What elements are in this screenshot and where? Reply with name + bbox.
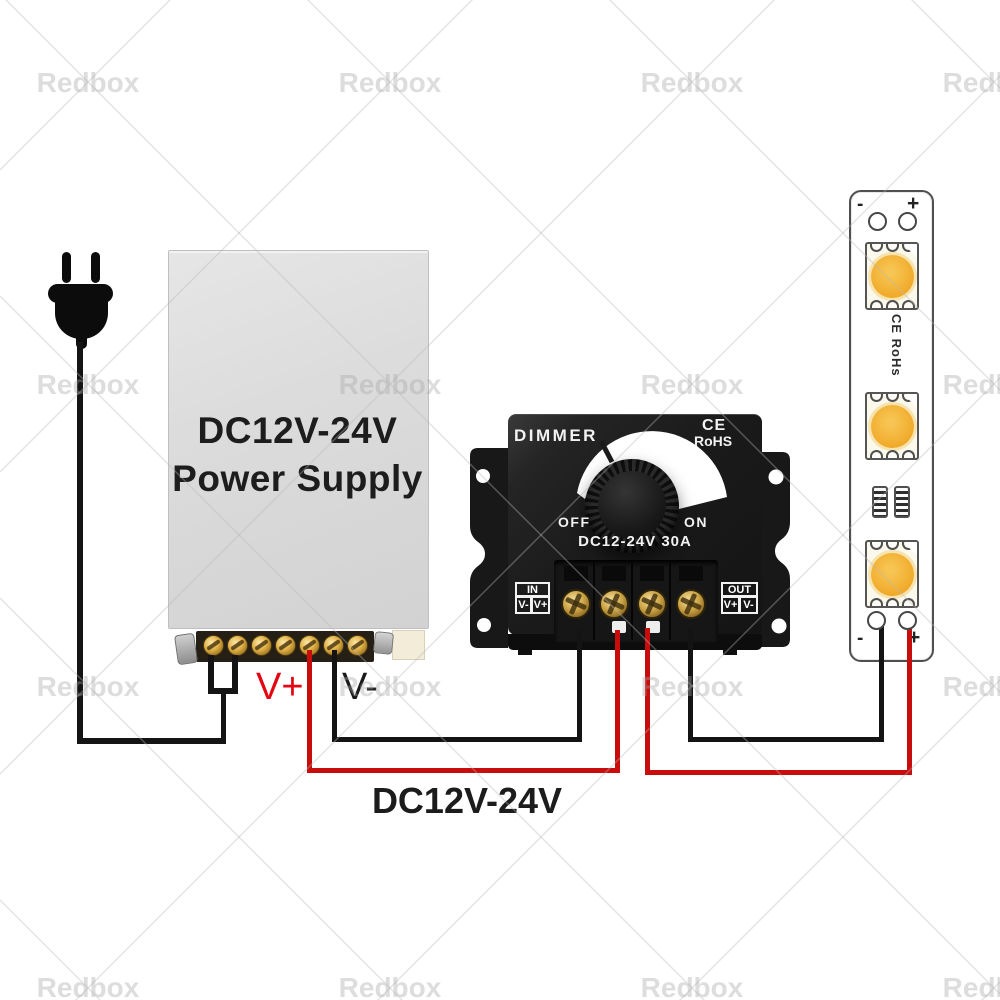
psu-mount-screw-right	[372, 631, 395, 655]
psu-title-line2: Power Supply	[172, 458, 423, 499]
wire-out-vminus-v	[688, 628, 693, 742]
ear-hole	[771, 618, 787, 634]
led-module	[865, 242, 919, 310]
watermark-text: Redbox	[37, 972, 140, 1000]
in-vplus-box: V+	[531, 596, 550, 614]
strip-top-minus: -	[857, 194, 864, 215]
plug-body	[55, 296, 108, 339]
terminal-separator	[669, 562, 671, 640]
terminal-separator	[593, 562, 595, 640]
in-vminus-box: V-	[515, 596, 532, 614]
dimmer-controller: DIMMER CE RoHS OFF ON DC12-24V 30A IN V-…	[468, 414, 792, 660]
wire-out-vplus-up	[907, 620, 912, 775]
dimmer-terminal-screw[interactable]	[599, 589, 629, 619]
smd-resistor	[872, 486, 888, 518]
psu-title-line1: DC12V-24V	[197, 410, 398, 451]
strip-bottom-minus: -	[857, 628, 864, 649]
dimmer-terminal-screw[interactable]	[676, 589, 706, 619]
wire-vminus-psu	[332, 650, 337, 742]
psu-terminal-screw	[347, 635, 368, 656]
dimmer-knob[interactable]	[585, 459, 679, 553]
wire-ac-stub1	[208, 655, 214, 690]
strip-cert-text: CE RoHs	[889, 314, 904, 377]
terminal-slot	[564, 566, 588, 581]
ear-hole	[768, 469, 784, 485]
ear-hole	[477, 618, 491, 632]
terminal-slot	[679, 566, 703, 581]
strip-pad-top-minus	[868, 212, 887, 231]
rohs-mark: RoHS	[694, 433, 733, 449]
wire-vminus-h	[332, 737, 582, 742]
watermark-text: Redbox	[943, 369, 1000, 400]
dimmer-rating: DC12-24V 30A	[578, 533, 692, 550]
dimmer-knob-top	[598, 471, 666, 539]
dc-output-label: DC12V-24V	[371, 780, 563, 821]
dimmer-on-label: ON	[684, 514, 708, 530]
watermark-text: Redbox	[37, 671, 140, 702]
watermark-text: Redbox	[943, 671, 1000, 702]
led-die	[871, 255, 914, 298]
out-vminus-box: V-	[739, 596, 758, 614]
watermark-text: Redbox	[339, 67, 442, 98]
wire-out-vplus-h	[645, 770, 912, 775]
ce-mark: CE	[702, 417, 727, 434]
dimmer-off-label: OFF	[558, 514, 591, 530]
wire-ac-bottom	[77, 738, 226, 744]
dimmer-title: DIMMER	[514, 426, 598, 445]
psu-mount-screw-left	[174, 632, 198, 666]
dimmer-foot	[723, 650, 737, 655]
in-label-box: IN	[515, 582, 550, 597]
led-die	[871, 553, 914, 596]
wire-vplus-psu	[307, 650, 312, 773]
led-module	[865, 392, 919, 460]
watermark-text: Redbox	[641, 67, 744, 98]
plug-prong-left	[62, 252, 71, 283]
led-module	[865, 540, 919, 608]
watermark-text: Redbox	[339, 972, 442, 1000]
out-vplus-box: V+	[721, 596, 740, 614]
psu-terminal-screw	[251, 635, 272, 656]
strip-pad-top-plus	[898, 212, 917, 231]
smd-resistor	[894, 486, 910, 518]
strip-pad-bottom-minus	[867, 611, 886, 630]
wire-out-vminus-up	[879, 620, 884, 742]
psu-terminal-screw	[227, 635, 248, 656]
watermark-text: Redbox	[37, 67, 140, 98]
wire-ac-riser	[221, 692, 226, 744]
watermark-text: Redbox	[641, 369, 744, 400]
wire-ac-bridge	[208, 688, 238, 694]
watermark-text: Redbox	[641, 972, 744, 1000]
ear-hole	[476, 469, 490, 483]
vminus-wire-label: V-	[342, 666, 378, 708]
terminal-separator	[631, 562, 633, 640]
strip-pad-bottom-plus	[898, 611, 917, 630]
watermark-text: Redbox	[943, 67, 1000, 98]
wire-ac-vertical	[77, 342, 83, 744]
wire-out-vplus-v	[645, 628, 650, 775]
dimmer-terminal-screw[interactable]	[561, 589, 591, 619]
out-label-box: OUT	[721, 582, 758, 597]
dimmer-dial-arc	[577, 431, 727, 509]
dimmer-foot	[518, 650, 532, 655]
psu-terminal-screw	[275, 635, 296, 656]
led-die	[871, 405, 914, 448]
terminal-slot	[602, 566, 626, 581]
wire-vplus-in	[615, 630, 620, 773]
watermark-text: Redbox	[37, 369, 140, 400]
dimmer-terminal-screw[interactable]	[637, 589, 667, 619]
psu-terminal-screw	[203, 635, 224, 656]
plug-prong-right	[91, 252, 100, 283]
wire-out-vminus-h	[688, 737, 884, 742]
vplus-wire-label: V+	[256, 666, 304, 708]
psu-end-block	[392, 630, 425, 660]
power-supply-box	[168, 250, 429, 629]
strip-top-plus: +	[907, 192, 920, 215]
wire-vminus-in	[577, 630, 582, 742]
watermark-text: Redbox	[943, 972, 1000, 1000]
wire-vplus-h	[307, 768, 620, 773]
led-strip: - + CE RoHs	[849, 190, 934, 662]
wire-ac-stub2	[232, 655, 238, 690]
terminal-slot	[640, 566, 664, 581]
